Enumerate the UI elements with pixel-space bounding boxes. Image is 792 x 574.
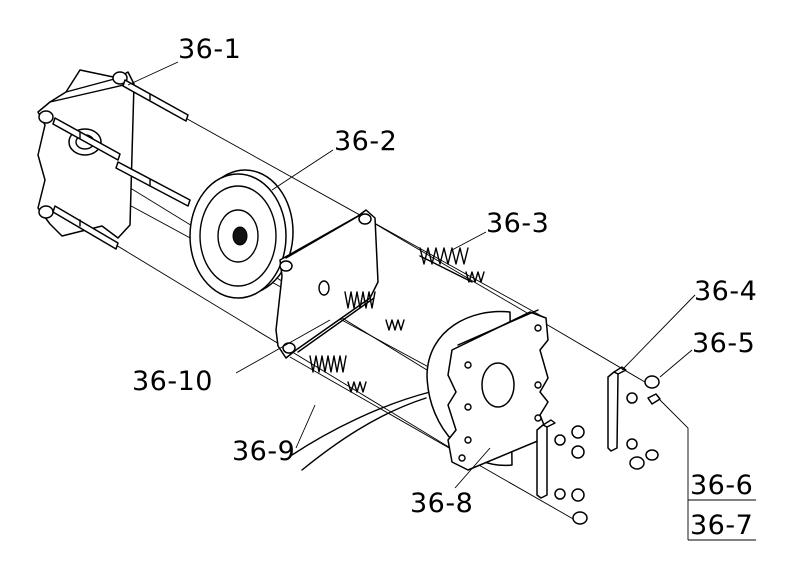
part-36-1-base-plate [37, 69, 191, 250]
fasteners-36-5-36-6-36-7 [554, 375, 661, 525]
callout-36-4: 36-4 [694, 276, 757, 307]
callout-36-3: 36-3 [486, 208, 549, 239]
callout-36-7: 36-7 [690, 510, 753, 541]
springs-36-9 [309, 355, 367, 393]
callout-labels: 36-1 36-2 36-3 36-4 36-5 36-6 36-7 36-8 … [132, 34, 757, 541]
springs-36-3 [344, 247, 485, 331]
callout-36-1: 36-1 [178, 34, 241, 65]
fastener-set-upper [626, 375, 661, 405]
lead-wires [291, 391, 431, 471]
callout-36-6: 36-6 [690, 470, 753, 501]
leader-lines [127, 61, 756, 541]
part-36-8-magnet-body [426, 309, 549, 471]
callout-36-9: 36-9 [232, 436, 295, 467]
fastener-set-right [626, 438, 659, 470]
part-36-10-armature-plate [275, 209, 379, 359]
fastener-set-lower [554, 425, 588, 525]
part-36-4-brackets [536, 366, 627, 499]
part-36-2-friction-disc [189, 169, 294, 299]
callout-36-10: 36-10 [132, 366, 213, 397]
callout-36-5: 36-5 [692, 328, 755, 359]
callout-36-2: 36-2 [334, 126, 397, 157]
callout-36-8: 36-8 [410, 488, 473, 519]
